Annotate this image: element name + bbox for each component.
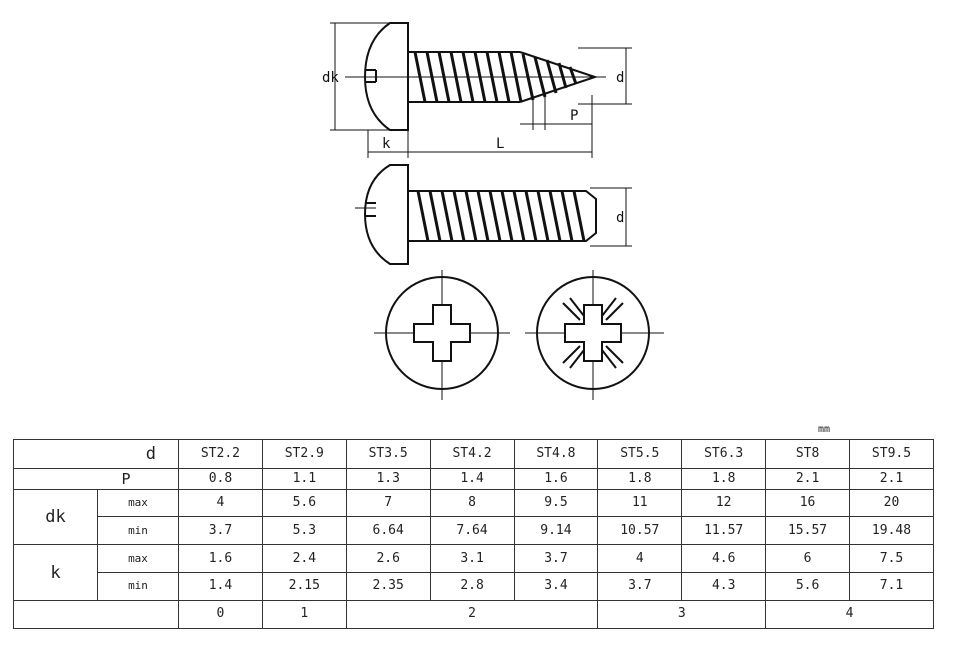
flat-end-screw-side-view	[355, 164, 632, 265]
dk-min-cell: 6.64	[345, 516, 431, 546]
drive-cell: 2	[345, 599, 599, 630]
dk-min-cell: 19.48	[849, 516, 934, 546]
dk-max-cell: 11	[597, 489, 683, 518]
sublabel-min: min	[97, 571, 179, 601]
dk-min-cell: 15.57	[765, 516, 850, 546]
dk-max-cell: 16	[765, 489, 850, 518]
dk-min-cell: 10.57	[597, 516, 683, 546]
row-label-d: d	[13, 438, 179, 470]
dk-max-cell: 4	[178, 489, 263, 518]
dk-max-cell: 20	[849, 489, 934, 518]
table-row-dk-min: min 3.7 5.3 6.64 7.64 9.14 10.57 11.57 1…	[14, 516, 934, 546]
size-cell: ST4.2	[429, 438, 515, 470]
label-p: P	[570, 108, 578, 124]
k-max-cell: 7.5	[849, 544, 934, 573]
table-row-drive-size: 0 1 2 3 4	[13, 599, 934, 630]
drive-cell: 4	[765, 599, 934, 630]
k-max-cell: 4.6	[681, 544, 767, 573]
pitch-cell: 0.8	[178, 468, 263, 491]
dk-max-cell: 9.5	[513, 489, 599, 518]
size-cell: ST6.3	[681, 438, 767, 470]
phillips-recess-top-view	[374, 270, 510, 400]
pitch-cell: 1.3	[345, 468, 431, 491]
row-label-drive	[13, 599, 179, 630]
pozidriv-recess-top-view	[525, 270, 664, 400]
size-cell: ST2.9	[261, 438, 347, 470]
screw-spec-table: d ST2.2 ST2.9 ST3.5 ST4.2 ST4.8 ST5.5 ST…	[13, 438, 934, 630]
row-label-p: P	[13, 468, 179, 491]
k-min-cell: 2.35	[345, 571, 431, 601]
k-max-cell: 4	[597, 544, 683, 573]
size-cell: ST5.5	[597, 438, 683, 470]
k-min-cell: 1.4	[178, 571, 263, 601]
drive-cell: 1	[261, 599, 347, 630]
row-label-dk: dk	[13, 489, 98, 546]
k-max-cell: 1.6	[178, 544, 263, 573]
pitch-cell: 1.6	[513, 468, 599, 491]
label-l: L	[496, 136, 504, 152]
sublabel-min: min	[97, 516, 179, 546]
k-min-cell: 4.3	[681, 571, 767, 601]
k-max-cell: 6	[765, 544, 850, 573]
pitch-cell: 1.1	[261, 468, 347, 491]
dk-min-cell: 11.57	[681, 516, 767, 546]
drive-cell: 3	[597, 599, 767, 630]
dk-max-cell: 8	[429, 489, 515, 518]
dk-min-cell: 3.7	[178, 516, 263, 546]
k-min-cell: 3.4	[513, 571, 599, 601]
k-min-cell: 2.8	[429, 571, 515, 601]
table-row-p: P 0.8 1.1 1.3 1.4 1.6 1.8 1.8 2.1 2.1	[13, 468, 934, 491]
table-row-dk-max: dk max 4 5.6 7 8 9.5 11 12 16 20	[13, 489, 934, 546]
pitch-cell: 1.8	[681, 468, 767, 491]
k-max-cell: 2.4	[261, 544, 347, 573]
k-max-cell: 3.7	[513, 544, 599, 573]
sublabel-max: max	[97, 489, 179, 518]
table-row-d: d ST2.2 ST2.9 ST3.5 ST4.2 ST4.8 ST5.5 ST…	[13, 438, 934, 470]
dk-min-cell: 5.3	[261, 516, 347, 546]
table-row-k-min: min 1.4 2.15 2.35 2.8 3.4 3.7 4.3 5.6 7.…	[14, 571, 934, 601]
dk-max-cell: 7	[345, 489, 431, 518]
drive-cell: 0	[178, 599, 263, 630]
row-label-k: k	[13, 544, 98, 601]
dk-min-cell: 9.14	[513, 516, 599, 546]
size-cell: ST3.5	[345, 438, 431, 470]
k-min-cell: 7.1	[849, 571, 934, 601]
label-k: k	[382, 136, 391, 152]
size-cell: ST4.8	[513, 438, 599, 470]
k-max-cell: 3.1	[429, 544, 515, 573]
label-dk: dk	[322, 70, 339, 86]
pitch-cell: 2.1	[765, 468, 850, 491]
size-cell: ST2.2	[178, 438, 263, 470]
pitch-cell: 1.8	[597, 468, 683, 491]
unit-label: mm	[818, 424, 831, 435]
size-cell: ST8	[765, 438, 850, 470]
table-row-k-max: k max 1.6 2.4 2.6 3.1 3.7 4 4.6 6 7.5	[13, 544, 934, 601]
dk-min-cell: 7.64	[429, 516, 515, 546]
k-min-cell: 2.15	[261, 571, 347, 601]
pitch-cell: 2.1	[849, 468, 934, 491]
label-d-mid: d	[616, 210, 624, 226]
pitch-cell: 1.4	[429, 468, 515, 491]
dk-max-cell: 5.6	[261, 489, 347, 518]
tapping-screw-side-view	[330, 22, 632, 158]
k-max-cell: 2.6	[345, 544, 431, 573]
size-cell: ST9.5	[849, 438, 934, 470]
sublabel-max: max	[97, 544, 179, 573]
k-min-cell: 3.7	[597, 571, 683, 601]
screw-technical-drawing: dk d P k L d	[322, 22, 664, 400]
label-d-top: d	[616, 70, 624, 86]
dk-max-cell: 12	[681, 489, 767, 518]
k-min-cell: 5.6	[765, 571, 850, 601]
